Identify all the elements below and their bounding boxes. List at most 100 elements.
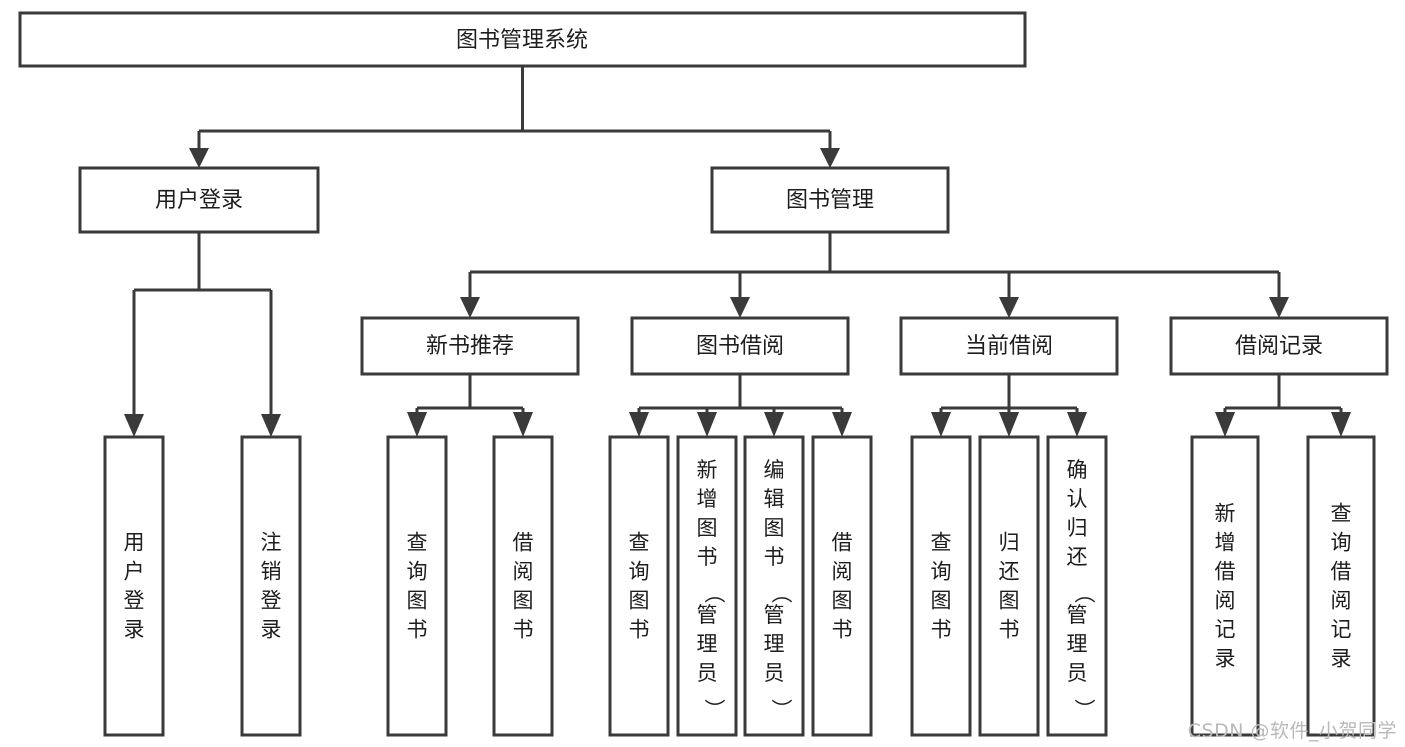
svg-text:阅: 阅	[832, 560, 853, 584]
connector-layer	[124, 66, 1351, 437]
leaf-query-book-3-box[interactable]	[910, 435, 972, 737]
svg-text:认: 认	[1067, 487, 1088, 511]
svg-text:阅: 阅	[513, 560, 534, 584]
leaf-query-book-2-box[interactable]	[608, 435, 670, 737]
leaf-query-record-box[interactable]	[1306, 435, 1376, 737]
node-current-borrow-box[interactable]	[899, 316, 1119, 376]
svg-text:图: 图	[999, 589, 1020, 613]
node-borrow-record-label: 借阅记录	[1235, 334, 1323, 359]
svg-text:）: ）	[1072, 699, 1096, 720]
csdn-watermark: CSDN @软件_小贺同学	[1187, 720, 1397, 742]
svg-text:询: 询	[1331, 531, 1352, 555]
leaf-user-login-box[interactable]	[103, 435, 165, 737]
node-user-login[interactable]: 用户登录	[78, 166, 320, 234]
svg-text:管: 管	[1067, 603, 1088, 627]
leaf-node-user-login[interactable]: 用户登录	[103, 435, 165, 737]
node-new-book-recommend-box[interactable]	[360, 316, 580, 376]
leaf-return-book-box[interactable]	[978, 435, 1040, 737]
svg-text:图: 图	[832, 589, 853, 613]
node-book-borrow-label: 图书借阅	[696, 334, 784, 359]
arrowhead-leaf-query-book-1	[407, 412, 427, 437]
svg-text:书: 书	[629, 618, 650, 642]
svg-text:新: 新	[1215, 502, 1236, 526]
svg-text:录: 录	[1331, 647, 1352, 671]
svg-text:查: 查	[407, 531, 428, 555]
arrowhead-leaf-add-book	[697, 412, 717, 437]
arrowhead-leaf-borrow-book-2	[832, 412, 852, 437]
node-borrow-record[interactable]: 借阅记录	[1169, 316, 1389, 376]
node-new-book-recommend-label: 新书推荐	[426, 334, 514, 359]
arrowhead-user-login	[189, 148, 209, 168]
leaf-confirm-return-box[interactable]	[1046, 435, 1108, 737]
arrowhead-leaf-user-login	[124, 414, 144, 437]
node-root[interactable]: 图书管理系统	[18, 11, 1027, 68]
node-book-manage-box[interactable]	[710, 166, 950, 234]
arrowhead-leaf-edit-book	[764, 412, 784, 437]
svg-text:归: 归	[1067, 516, 1088, 540]
svg-text:阅: 阅	[1215, 589, 1236, 613]
svg-text:询: 询	[629, 560, 650, 584]
node-book-manage[interactable]: 图书管理	[710, 166, 950, 234]
svg-text:销: 销	[261, 560, 282, 584]
svg-text:图: 图	[697, 516, 718, 540]
svg-text:书: 书	[832, 618, 853, 642]
leaf-user-logout-box[interactable]	[240, 435, 302, 737]
svg-text:）: ）	[702, 699, 726, 720]
svg-text:录: 录	[124, 618, 145, 642]
svg-text:录: 录	[261, 618, 282, 642]
svg-text:书: 书	[697, 545, 718, 569]
arrowhead-leaf-add-record	[1215, 412, 1235, 437]
node-borrow-record-box[interactable]	[1169, 316, 1389, 376]
arrowhead-leaf-query-record	[1331, 412, 1351, 437]
arrowhead-new-book-recommend	[460, 297, 480, 318]
node-user-login-box[interactable]	[78, 166, 320, 234]
arrowhead-leaf-query-book-2	[629, 412, 649, 437]
svg-text:图: 图	[407, 589, 428, 613]
node-current-borrow[interactable]: 当前借阅	[899, 316, 1119, 376]
svg-text:登: 登	[124, 589, 145, 613]
leaf-add-record-box[interactable]	[1190, 435, 1260, 737]
arrowhead-leaf-query-book-3	[931, 412, 951, 437]
svg-text:书: 书	[407, 618, 428, 642]
leaf-query-book-1-box[interactable]	[386, 435, 448, 737]
leaf-add-book-box[interactable]	[676, 435, 738, 737]
node-book-borrow-box[interactable]	[630, 316, 850, 376]
svg-text:登: 登	[261, 589, 282, 613]
node-new-book-recommend[interactable]: 新书推荐	[360, 316, 580, 376]
node-root-box[interactable]	[18, 11, 1027, 68]
leaf-borrow-book-2-box[interactable]	[811, 435, 873, 737]
svg-text:理: 理	[764, 632, 785, 656]
arrowhead-book-borrow	[730, 297, 750, 318]
svg-text:户: 户	[124, 560, 145, 584]
svg-text:录: 录	[1215, 647, 1236, 671]
node-book-borrow[interactable]: 图书借阅	[630, 316, 850, 376]
leaf-borrow-book-1-box[interactable]	[492, 435, 554, 737]
svg-text:理: 理	[697, 632, 718, 656]
leaf-edit-book-box[interactable]	[743, 435, 805, 737]
svg-text:询: 询	[407, 560, 428, 584]
